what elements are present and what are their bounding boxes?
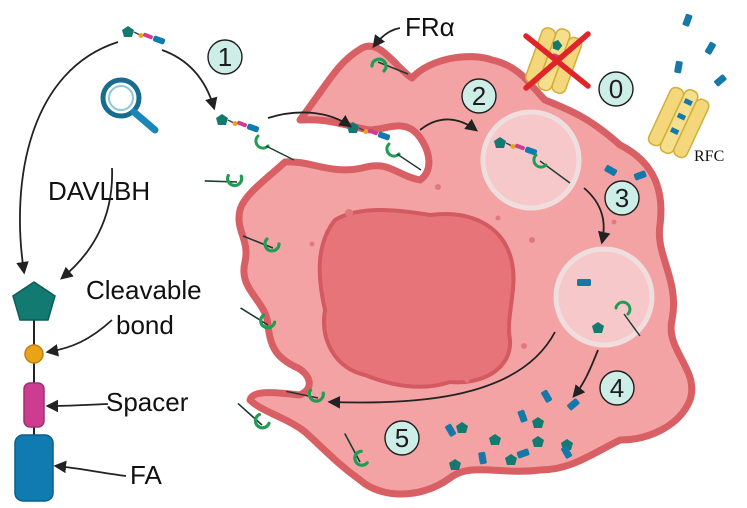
- conjugate-bound-2: [346, 121, 422, 171]
- svg-text:3: 3: [615, 183, 629, 213]
- svg-text:0: 0: [609, 74, 623, 104]
- label-cleavable: Cleavable: [86, 275, 202, 305]
- step-0: 0: [598, 71, 634, 107]
- conjugate-in-endosome: [493, 136, 571, 184]
- label-spacer: Spacer: [106, 387, 189, 417]
- label-rfc: RFC: [694, 148, 724, 165]
- construct-legend: [12, 281, 56, 502]
- cleavable-bond-circle: [24, 344, 44, 364]
- cross-icon: [523, 31, 591, 91]
- step-4: 4: [599, 370, 635, 406]
- rfc-transporter: [647, 86, 710, 159]
- magnifier-icon: [100, 77, 159, 134]
- svg-text:5: 5: [395, 423, 409, 453]
- label-fa: FA: [130, 460, 162, 490]
- label-davlbh: DAVLBH: [48, 176, 150, 206]
- drug-pentagon: [12, 281, 56, 321]
- spacer-rect: [23, 382, 45, 428]
- svg-text:4: 4: [610, 373, 624, 403]
- svg-text:2: 2: [472, 81, 486, 111]
- fa-rect: [14, 434, 54, 502]
- step-5: 5: [384, 420, 420, 456]
- conjugate-free: [121, 25, 167, 46]
- label-frar: FRα: [405, 12, 455, 42]
- step-2: 2: [461, 78, 497, 114]
- late-endosome-contents: [577, 279, 641, 337]
- endosome-late: [553, 246, 655, 348]
- label-bond: bond: [116, 310, 174, 340]
- step-1: 1: [207, 39, 243, 75]
- conjugate-bound-1: [215, 113, 295, 161]
- step-3: 3: [604, 180, 640, 216]
- svg-text:1: 1: [218, 42, 232, 72]
- arrows: [16, 27, 611, 477]
- endosome-early: [480, 109, 582, 211]
- nucleus: [317, 208, 516, 389]
